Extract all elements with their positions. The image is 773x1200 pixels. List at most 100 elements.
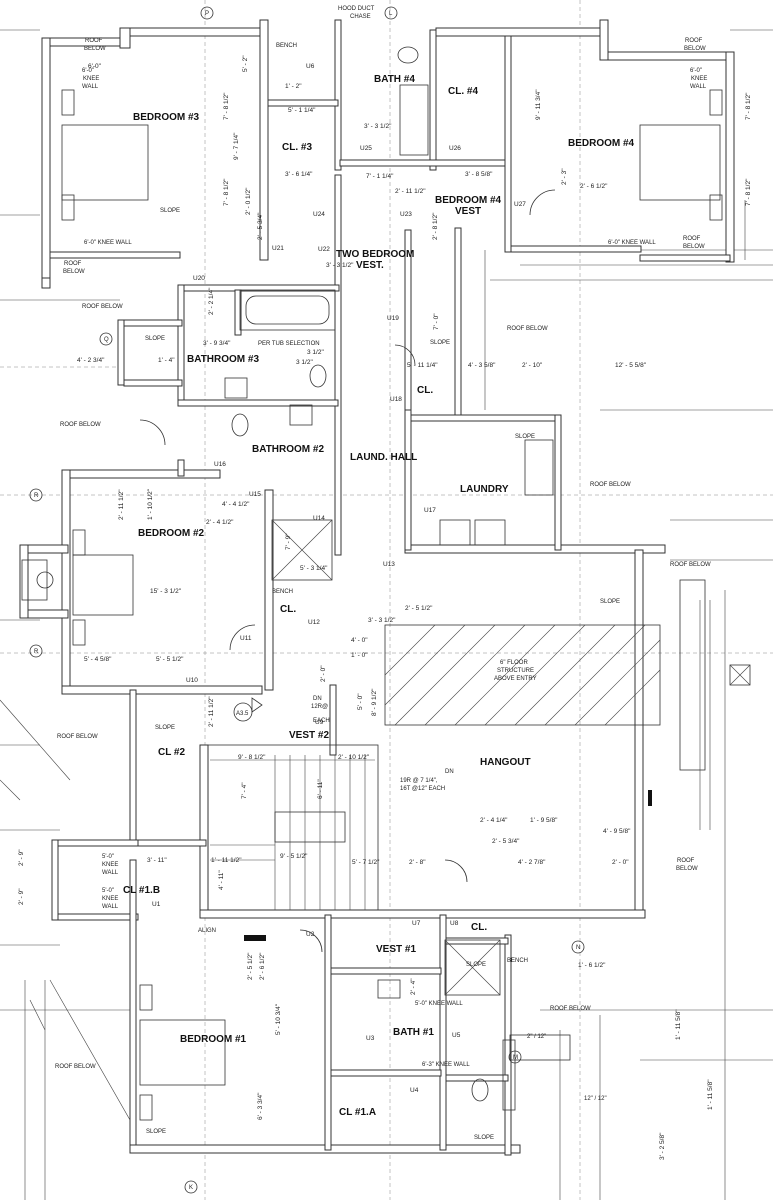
dimension-label: 2' - 5 1/2" bbox=[405, 605, 433, 612]
note: SLOPE bbox=[474, 1135, 494, 1141]
dimension-label: 2' - 2 1/4" bbox=[208, 287, 215, 315]
note: SLOPE bbox=[146, 1129, 166, 1135]
note: PER TUB SELECTION bbox=[258, 341, 320, 347]
room-label: BEDROOM #1 bbox=[180, 1034, 247, 1045]
grid-bubble-label: N bbox=[576, 945, 580, 951]
note: SLOPE bbox=[430, 340, 450, 346]
element-tag: U22 bbox=[318, 246, 330, 253]
dimension-label: 2' - 11 1/2" bbox=[208, 696, 215, 727]
dimension-label: 5' - 7 1/2" bbox=[352, 859, 380, 866]
note: KNEE bbox=[691, 76, 707, 82]
room-label: TWO BEDROOM bbox=[336, 249, 414, 260]
room-label: LAUNDRY bbox=[460, 484, 509, 495]
dimension-label: 9' - 11 3/4" bbox=[535, 89, 542, 120]
fixtures bbox=[21, 46, 751, 1121]
dimension-label: 7' - 8 1/2" bbox=[745, 178, 752, 206]
dimension-label: 4' - 2 3/4" bbox=[77, 357, 105, 364]
room-label: VEST #2 bbox=[289, 730, 329, 741]
dimension-label: 2' - 4" bbox=[410, 978, 417, 995]
element-tag: U10 bbox=[186, 677, 198, 684]
dimension-label: 2' - 4 1/4" bbox=[480, 817, 508, 824]
room-label: BEDROOM #3 bbox=[133, 112, 200, 123]
note: WALL bbox=[102, 870, 119, 876]
dimension-label: 5' - 10 3/4" bbox=[275, 1003, 282, 1035]
element-tag: U12 bbox=[308, 619, 320, 626]
grid-bubble-label: M bbox=[513, 1055, 518, 1061]
room-labels: BEDROOM #3 BEDROOM #4 BATH #4 CL. #4 CL.… bbox=[123, 74, 635, 1118]
note: 6'-3" KNEE WALL bbox=[422, 1062, 470, 1068]
room-label: VEST bbox=[455, 206, 481, 217]
dimension-label: 2' - 5 3/4" bbox=[492, 838, 520, 845]
floor-structure-hatch bbox=[384, 624, 661, 726]
note: 6'-0" bbox=[82, 68, 94, 74]
element-tag: U16 bbox=[214, 461, 226, 468]
dimension-label: 1' - 11 5/8" bbox=[675, 1009, 682, 1040]
note: CHASE bbox=[350, 14, 371, 20]
element-tag: U6 bbox=[306, 63, 315, 70]
dimension-label: 1' - 11 5/8" bbox=[707, 1079, 714, 1110]
element-tag: U21 bbox=[272, 245, 284, 252]
dimension-label: 1' - 4" bbox=[158, 357, 175, 364]
dimension-label: 3' - 8 5/8" bbox=[465, 171, 493, 178]
note: ROOF bbox=[683, 236, 701, 242]
dimension-label: 5' - 2" bbox=[242, 55, 249, 72]
note: SLOPE bbox=[600, 599, 620, 605]
grid-bubble-label: R bbox=[34, 649, 39, 655]
note: WALL bbox=[690, 84, 707, 90]
note: ABOVE ENTRY bbox=[494, 676, 537, 682]
room-label: BEDROOM #2 bbox=[138, 528, 205, 539]
grid-bubble-label: R bbox=[34, 493, 39, 499]
note: SLOPE bbox=[515, 434, 535, 440]
element-tag: U15 bbox=[249, 491, 261, 498]
note: ROOF bbox=[685, 38, 703, 44]
note: DN bbox=[445, 769, 454, 775]
dimension-label: 7' - 4" bbox=[241, 782, 248, 799]
element-tag: U4 bbox=[410, 1087, 419, 1094]
note: KNEE bbox=[102, 862, 118, 868]
element-tag: U14 bbox=[313, 515, 325, 522]
element-tags: U6 U25 U26 U24 U23 U27 U22 U21 U20 U19 U… bbox=[152, 63, 526, 1094]
dimension-label: 2' - 10 1/2" bbox=[338, 754, 370, 761]
dimension-label: 3' - 2 5/8" bbox=[659, 1132, 666, 1160]
dimension-label: 4' - 4 1/2" bbox=[222, 501, 250, 508]
dimension-label: 2' - 3" bbox=[561, 168, 568, 185]
note: SLOPE bbox=[160, 208, 180, 214]
note: BELOW bbox=[676, 866, 698, 872]
note: 12" / 12" bbox=[584, 1096, 607, 1102]
note: KNEE bbox=[102, 896, 118, 902]
grid-bubble-label: L bbox=[389, 11, 393, 17]
note: HOOD DUCT bbox=[338, 6, 375, 12]
note: 5'-0" bbox=[102, 888, 114, 894]
dimension-label: 2' - 8 1/2" bbox=[432, 212, 439, 240]
note: ROOF BELOW bbox=[550, 1006, 591, 1012]
element-tag: U5 bbox=[452, 1032, 461, 1039]
note: ALIGN bbox=[198, 928, 216, 934]
note: 5'-0" KNEE WALL bbox=[415, 1001, 463, 1007]
dimension-label: 8' - 9 1/2" bbox=[371, 688, 378, 716]
dimension-label: 15' - 3 1/2" bbox=[150, 588, 182, 595]
dimension-label: 6' - 3 3/4" bbox=[257, 1092, 264, 1120]
dimension-label: 2' - 9" bbox=[18, 849, 25, 866]
note: BELOW bbox=[684, 46, 706, 52]
element-tag: U27 bbox=[514, 201, 526, 208]
dimension-label: 3 1/2" bbox=[296, 359, 313, 366]
note: ROOF BELOW bbox=[590, 482, 631, 488]
walls bbox=[19, 19, 735, 1156]
note: WALL bbox=[102, 904, 119, 910]
grid-bubble-label: K bbox=[189, 1185, 193, 1191]
dimension-label: 9' - 8 1/2" bbox=[238, 754, 266, 761]
dimension-label: 2' - 0 1/2" bbox=[245, 187, 252, 215]
dimension-label: 2' - 5 3/4" bbox=[257, 212, 264, 240]
element-tag: U26 bbox=[449, 145, 461, 152]
room-label: CL. bbox=[471, 922, 487, 933]
note: ROOF BELOW bbox=[507, 326, 548, 332]
note: BELOW bbox=[63, 269, 85, 275]
note: 6'-0" KNEE WALL bbox=[608, 240, 656, 246]
dimension-label: 5' - 3 1/4" bbox=[300, 565, 328, 572]
room-label: VEST. bbox=[356, 260, 384, 271]
element-tag: U8 bbox=[450, 920, 459, 927]
element-tag: U19 bbox=[387, 315, 399, 322]
dimension-label: 4' - 2 7/8" bbox=[518, 859, 546, 866]
